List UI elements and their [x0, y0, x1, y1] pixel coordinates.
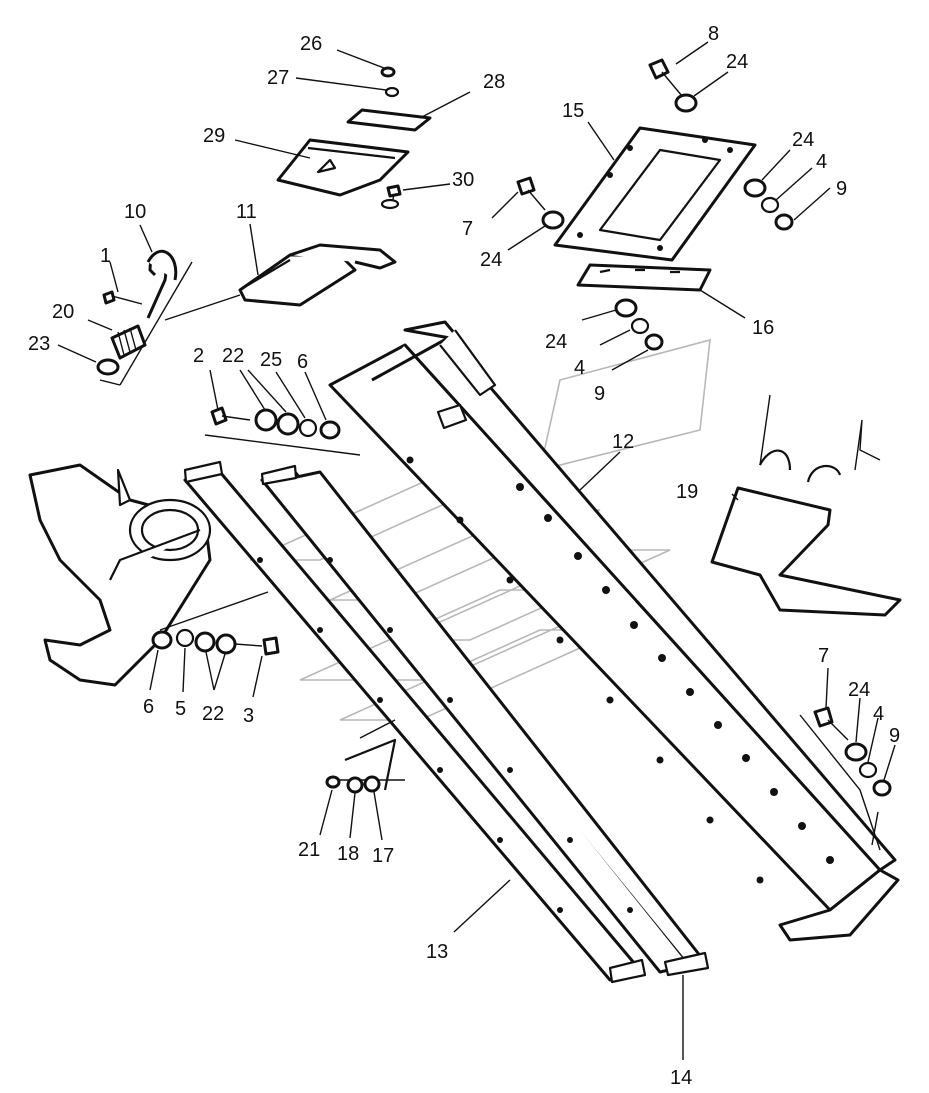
plate-part-28	[346, 108, 432, 132]
hook-bracket	[99, 261, 193, 386]
fasteners-top-right	[380, 58, 794, 351]
rail-holes	[257, 557, 633, 913]
callout-16: 16	[752, 317, 774, 339]
callout-24-low: 24	[545, 331, 567, 353]
hook-part-10	[146, 249, 178, 319]
plate-part-16	[576, 263, 712, 292]
callout-7-bottom: 7	[818, 645, 829, 667]
callout-30: 30	[452, 169, 474, 191]
callout-24-top: 24	[726, 51, 748, 73]
callout-20: 20	[52, 301, 74, 323]
callout-3: 3	[243, 705, 254, 727]
callout-labels: 26 27 28 29 30 10 11 1 20 23 8 24 15 24 …	[28, 23, 900, 1089]
callout-6-top: 6	[297, 351, 308, 373]
left-casting	[28, 463, 212, 687]
plate-part-15	[553, 126, 757, 262]
callout-27: 27	[267, 67, 289, 89]
bracket-parts-17-18-21	[325, 719, 405, 794]
hook-leader	[164, 294, 241, 321]
callout-14: 14	[670, 1067, 692, 1089]
callout-1: 1	[100, 245, 111, 267]
callout-24-bottom: 24	[848, 679, 870, 701]
frame-holes	[406, 456, 834, 884]
callout-4-bottom: 4	[873, 703, 884, 725]
callout-6-bottom: 6	[143, 696, 154, 718]
callout-24-mid: 24	[480, 249, 502, 271]
callout-11: 11	[236, 201, 257, 223]
callout-28: 28	[483, 71, 505, 93]
guard-part-19	[710, 394, 902, 617]
callout-25: 25	[260, 349, 282, 371]
callout-9-bottom: 9	[889, 725, 900, 747]
callout-4-right: 4	[816, 151, 827, 173]
callout-12: 12	[612, 431, 634, 453]
callout-8: 8	[708, 23, 719, 45]
fasteners-left-lower	[151, 591, 280, 656]
callout-18: 18	[337, 843, 359, 865]
callout-9-mid: 9	[594, 383, 605, 405]
fasteners-left-middle	[204, 406, 361, 456]
cover-part-29	[276, 138, 410, 197]
leader-lines	[57, 41, 896, 1060]
callout-9-right: 9	[836, 178, 847, 200]
callout-24-right: 24	[792, 129, 814, 151]
callout-21: 21	[298, 839, 320, 861]
washer-part-23	[96, 358, 120, 376]
callout-26: 26	[300, 33, 322, 55]
callout-13: 13	[426, 941, 448, 963]
callout-2: 2	[193, 345, 204, 367]
callout-5: 5	[175, 698, 186, 720]
callout-23: 23	[28, 333, 50, 355]
shield-part-11	[238, 243, 397, 307]
spring-part-20	[110, 324, 147, 360]
callout-15: 15	[562, 100, 584, 122]
callout-10: 10	[124, 201, 146, 223]
callout-19: 19	[676, 481, 698, 503]
rails-part-13-14	[183, 460, 710, 984]
fasteners-right-lower	[799, 706, 892, 851]
callout-7-top: 7	[462, 218, 473, 240]
callout-4-mid: 4	[574, 357, 585, 379]
main-frame-part-12	[328, 320, 900, 942]
callout-22-top: 22	[222, 345, 244, 367]
callout-17: 17	[372, 845, 394, 867]
bolt-part-1	[102, 290, 143, 305]
callout-22-bottom: 22	[202, 703, 224, 725]
callout-29: 29	[203, 125, 225, 147]
